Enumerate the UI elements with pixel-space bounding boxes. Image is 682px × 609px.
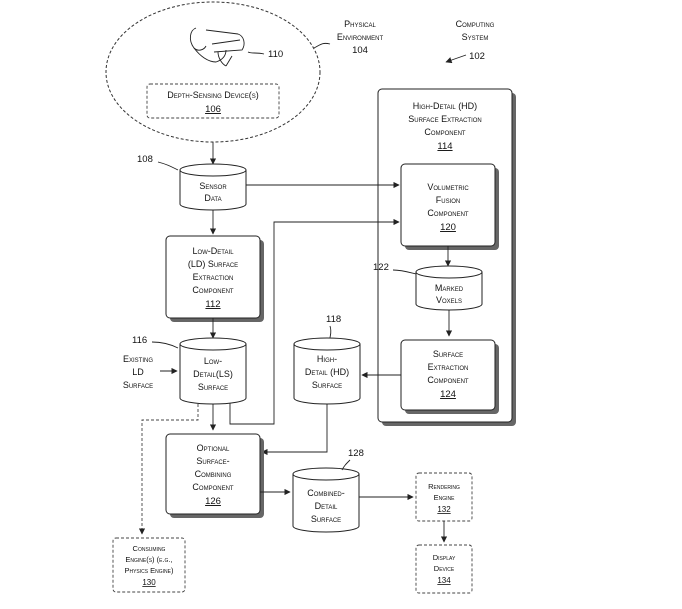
hd-component-ref: 114 [437,141,452,152]
consuming-line1: Consuming [133,544,166,553]
computing-system-ref: 102 [469,51,485,62]
ld-component-line3: Extraction [193,272,234,282]
combined-line1: Combined- [307,488,345,498]
hd-surface-cylinder [293,337,361,405]
sensor-ref-leader [157,161,179,171]
computing-system-line2: System [462,32,489,42]
ld-surface-line3: Surface [198,382,228,392]
hd-surface-line2: Detail (HD) [305,367,349,377]
hd-component-line1: High-Detail (HD) [413,101,477,111]
combining-line3: Combining [195,469,232,479]
physical-env-line1: Physical [344,19,376,29]
marked-ref-leader [392,269,417,275]
user-headset-icon [189,27,245,67]
display-line2: Device [434,564,455,573]
volumetric-line2: Fusion [436,195,461,205]
physical-env-leader [313,42,331,49]
ld-surface-line1: Low- [204,356,222,366]
computing-system-arrow [445,54,467,64]
user-ref-leader [247,51,265,55]
display-ref: 134 [437,576,451,585]
marked-voxels-line1: Marked [435,283,464,293]
existing-ld-line3: Surface [123,380,153,390]
existing-ld-line2: LD [132,367,144,377]
combined-line2: Detail [315,501,338,511]
consuming-engine-box [112,537,186,593]
depth-sensing-device-box [146,83,280,119]
ld-component-ref: 112 [205,299,220,310]
computing-system-line1: Computing [456,19,495,29]
depth-sensing-ref: 106 [205,104,221,115]
sensor-data-cylinder [179,163,247,211]
surface-extraction-line3: Component [427,375,469,385]
surface-extraction-ref: 124 [440,389,456,400]
consuming-ref: 130 [142,578,156,587]
surface-extraction-line2: Extraction [428,362,469,372]
display-device-box [415,544,473,594]
physical-env-ref: 104 [352,45,368,56]
hd-ref-leader [329,325,332,339]
depth-sensing-label: Depth-Sensing Device(s) [167,90,259,100]
combined-ref-leader [341,459,351,471]
consuming-line2: Engine(s) (e.g., [125,555,172,564]
rendering-line1: Rendering [428,482,460,491]
ld-component-line2: (LD) Surface [188,259,238,269]
display-line1: Display [433,553,456,562]
hd-surface-line1: High- [317,354,337,364]
ld-surface-cylinder [179,337,247,405]
ld-surface-line2: Detail(LS) [193,369,233,379]
marked-voxels-cylinder [415,265,483,311]
combined-surface-cylinder [292,467,360,533]
marked-voxels-line2: Voxels [436,295,462,305]
rendering-line2: Engine [434,493,456,502]
combining-ref: 126 [205,496,221,507]
combining-component-box [165,433,261,515]
sensor-data-line1: Sensor [199,181,227,191]
ld-component-line1: Low-Detail [192,246,234,256]
hdsurface-to-combining-arrow [261,404,328,456]
hd-component-line3: Component [424,127,466,137]
combined-ref: 128 [348,448,364,459]
physical-environment-ellipse [105,1,321,143]
volumetric-line1: Volumetric [427,182,469,192]
ldsurface-to-consuming-arrow [138,404,199,535]
volumetric-fusion-box [400,163,496,247]
consuming-line3: Physics Engine) [124,566,174,575]
combining-line1: Optional [197,443,230,453]
user-ref: 110 [268,49,283,60]
ld-surface-ref: 116 [132,335,147,346]
sensor-data-ref: 108 [137,154,153,165]
ld-ref-leader [151,341,179,349]
marked-voxels-ref: 122 [373,262,389,273]
existing-ld-line1: Existing [123,354,153,364]
volumetric-line3: Component [427,208,469,218]
ld-component-line4: Component [192,285,234,295]
combining-line2: Surface- [196,456,229,466]
sensor-data-line2: Data [204,193,221,203]
hd-surface-line3: Surface [312,380,342,390]
combining-line4: Component [192,482,234,492]
rendering-ref: 132 [437,505,451,514]
volumetric-ref: 120 [440,222,456,233]
physical-env-line2: Environment [337,32,384,42]
hd-component-line2: Surface Extraction [408,114,482,124]
combined-line3: Surface [311,514,341,524]
hd-surface-ref: 118 [326,314,341,325]
surface-extraction-line1: Surface [433,349,463,359]
ldsurface-to-volumetric-arrow [229,218,400,425]
